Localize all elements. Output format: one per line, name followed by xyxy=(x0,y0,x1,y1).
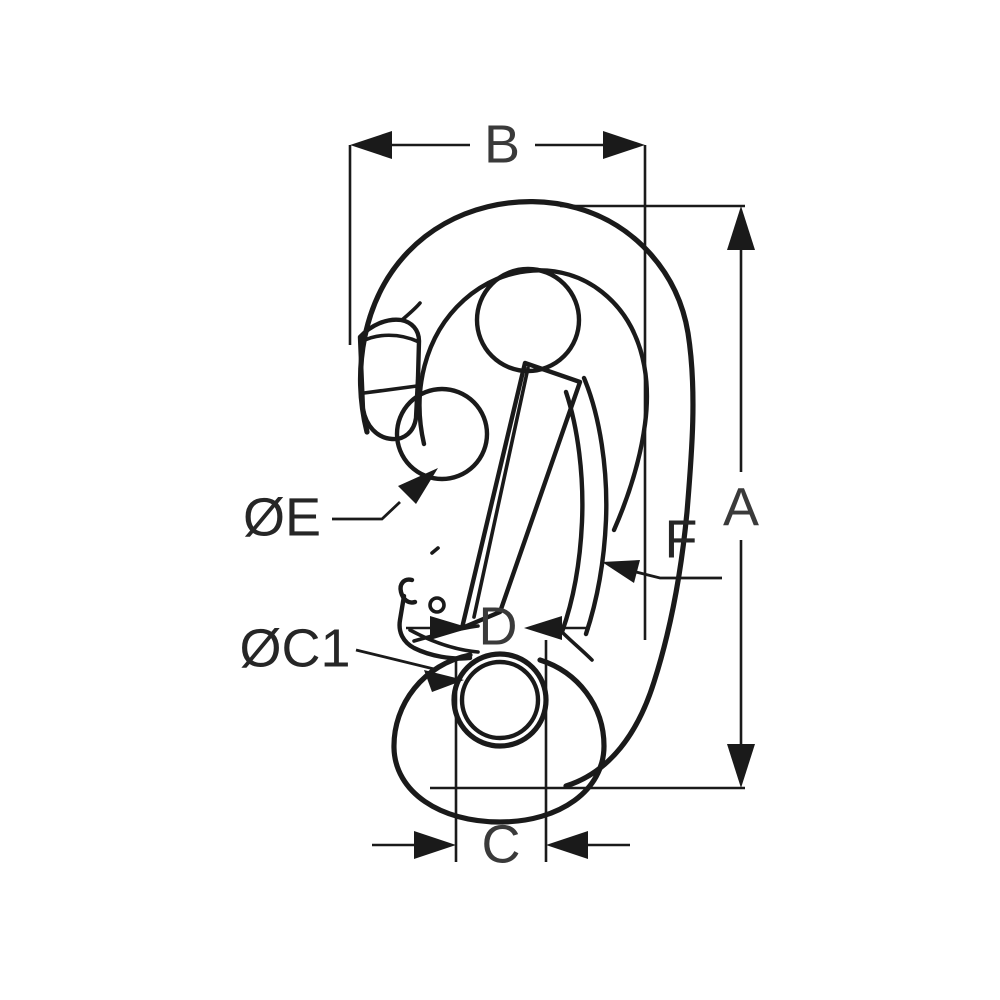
carabiner-body xyxy=(357,199,696,825)
dimension-a: A xyxy=(723,206,759,788)
dimension-b: B xyxy=(350,114,645,174)
arrow-c-left xyxy=(414,831,456,859)
dim-label-oc1: ØC1 xyxy=(239,618,350,678)
bottom-eye-bore-outer xyxy=(451,651,549,749)
hook-outer-contour xyxy=(357,199,696,789)
hook-nose-shoulder xyxy=(400,301,422,322)
leader-line-oc1 xyxy=(355,648,435,671)
hook-throat-inner-arc xyxy=(417,268,650,533)
arrow-d-right xyxy=(524,616,562,640)
dimension-c: C xyxy=(372,814,630,874)
leader-oc1: ØC1 xyxy=(239,618,464,692)
gate-arm-crease xyxy=(430,546,440,555)
arrow-d-left xyxy=(430,616,470,640)
upper-pin-bore-circle xyxy=(474,266,582,374)
dimension-d: D xyxy=(406,596,590,656)
gate-arm-center-line xyxy=(472,366,530,619)
arrow-f xyxy=(602,560,640,583)
arrow-c-right xyxy=(546,831,588,859)
arrow-a-top xyxy=(727,206,755,250)
dim-label-f: F xyxy=(665,509,698,569)
leader-line-f xyxy=(631,569,722,580)
arrow-b-right xyxy=(603,131,645,159)
arrow-oe xyxy=(398,468,438,504)
gate-rivet-hole xyxy=(428,596,446,614)
dim-label-a: A xyxy=(723,477,759,537)
arrow-oc1 xyxy=(424,670,464,692)
spine-inner-edge xyxy=(559,389,585,635)
arrow-a-bottom xyxy=(727,744,755,788)
bottom-eye-outer xyxy=(391,652,607,825)
leader-oe: ØE xyxy=(243,468,438,547)
gate-latch-catch xyxy=(398,577,418,605)
dim-label-c: C xyxy=(482,814,521,874)
dim-label-oe: ØE xyxy=(243,487,321,547)
leader-line-oe xyxy=(332,500,401,521)
dim-label-b: B xyxy=(484,114,520,174)
arrow-b-left xyxy=(350,131,392,159)
hook-nose-step-lower xyxy=(362,384,419,395)
gate-latch-edge xyxy=(408,628,480,654)
lower-nose-bore-circle xyxy=(394,386,490,482)
dim-label-d: D xyxy=(479,596,518,656)
gate-arm-outer xyxy=(459,360,583,631)
hook-nose-step-upper xyxy=(359,333,421,344)
spine-outer-edge xyxy=(581,375,609,637)
leader-f: F xyxy=(602,509,722,583)
bottom-eye-bore-inner xyxy=(459,659,541,741)
spine-to-eye-blend xyxy=(560,630,594,662)
